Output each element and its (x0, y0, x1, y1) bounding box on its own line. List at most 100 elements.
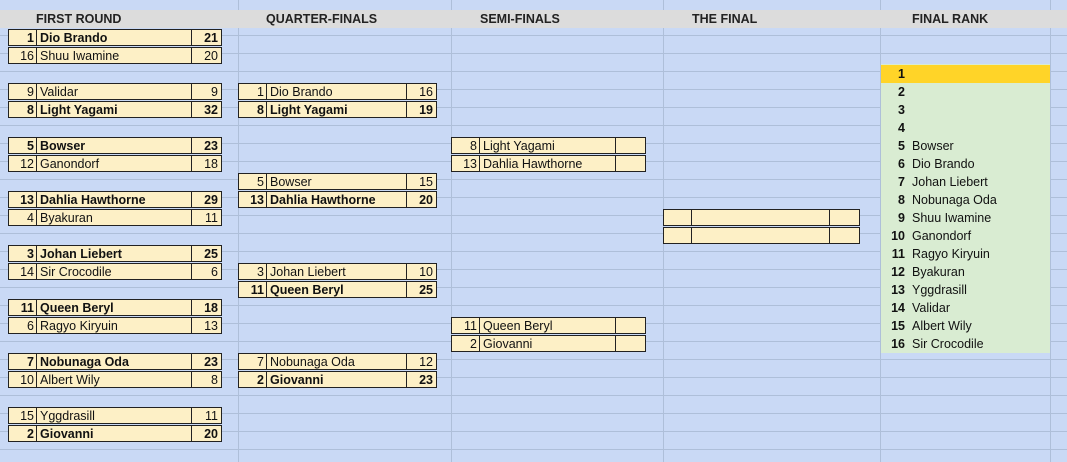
entry-name: Johan Liebert (40, 247, 122, 261)
final-rank-row[interactable]: 14 Validar (881, 299, 1050, 317)
entry-seed: 4 (9, 210, 37, 225)
rank-name: Dio Brando (912, 157, 975, 171)
rank-name: Ganondorf (912, 229, 972, 243)
entry-name: Ragyo Kiryuin (40, 319, 118, 333)
entry-score: 20 (191, 48, 221, 63)
entry-name: Dio Brando (270, 85, 333, 99)
entry-seed (664, 228, 692, 243)
rank-number: 14 (891, 301, 905, 315)
entry-seed: 8 (9, 102, 37, 117)
rank-name: Yggdrasill (912, 283, 967, 297)
entry-score: 18 (191, 156, 221, 171)
the-final-entry[interactable] (663, 227, 860, 244)
rank-name: Nobunaga Oda (912, 193, 997, 207)
entry-score: 25 (191, 246, 221, 261)
entry-score: 23 (191, 138, 221, 153)
entry-name: Sir Crocodile (40, 265, 112, 279)
entry-name: Light Yagami (40, 103, 118, 117)
entry-name: Bowser (270, 175, 312, 189)
entry-score: 10 (406, 264, 436, 279)
rank-number: 4 (898, 121, 905, 135)
final-rank-row[interactable]: 8 Nobunaga Oda (881, 191, 1050, 209)
entry-name: Bowser (40, 139, 86, 153)
entry-name: Nobunaga Oda (40, 355, 129, 369)
entry-score (615, 138, 645, 153)
rank-name: Validar (912, 301, 950, 315)
rank-name: Albert Wily (912, 319, 972, 333)
final-rank-row[interactable]: 1 (881, 65, 1050, 83)
rank-name: Sir Crocodile (912, 337, 984, 351)
entry-score: 25 (406, 282, 436, 297)
entry-score: 19 (406, 102, 436, 117)
the-final-entry[interactable] (663, 209, 860, 226)
entry-seed: 1 (239, 84, 267, 99)
entry-score: 23 (191, 354, 221, 369)
final-rank-row[interactable]: 6 Dio Brando (881, 155, 1050, 173)
entry-name: Giovanni (270, 373, 324, 387)
entry-name: Light Yagami (270, 103, 348, 117)
entry-seed: 2 (239, 372, 267, 387)
entry-score: 29 (191, 192, 221, 207)
entry-score: 32 (191, 102, 221, 117)
entry-name: Yggdrasill (40, 409, 95, 423)
final-rank-column (881, 64, 1050, 353)
rank-name: Ragyo Kiryuin (912, 247, 990, 261)
entry-seed: 10 (9, 372, 37, 387)
entry-seed: 7 (9, 354, 37, 369)
header-first-round: FIRST ROUND (36, 12, 122, 26)
final-rank-row[interactable]: 4 (881, 119, 1050, 137)
entry-name: Albert Wily (40, 373, 100, 387)
rank-name: Byakuran (912, 265, 965, 279)
entry-seed: 16 (9, 48, 37, 63)
entry-seed: 13 (239, 192, 267, 207)
rank-number: 1 (898, 67, 905, 81)
entry-score: 12 (406, 354, 436, 369)
header-final-rank: FINAL RANK (912, 12, 989, 26)
rank-name: Shuu Iwamine (912, 211, 992, 225)
final-rank-row[interactable]: 3 (881, 101, 1050, 119)
entry-score: 11 (191, 408, 221, 423)
entry-name: Queen Beryl (270, 283, 344, 297)
rank-number: 6 (898, 157, 905, 171)
entry-score: 18 (191, 300, 221, 315)
rank-number: 8 (898, 193, 905, 207)
final-rank-row[interactable]: 2 (881, 83, 1050, 101)
